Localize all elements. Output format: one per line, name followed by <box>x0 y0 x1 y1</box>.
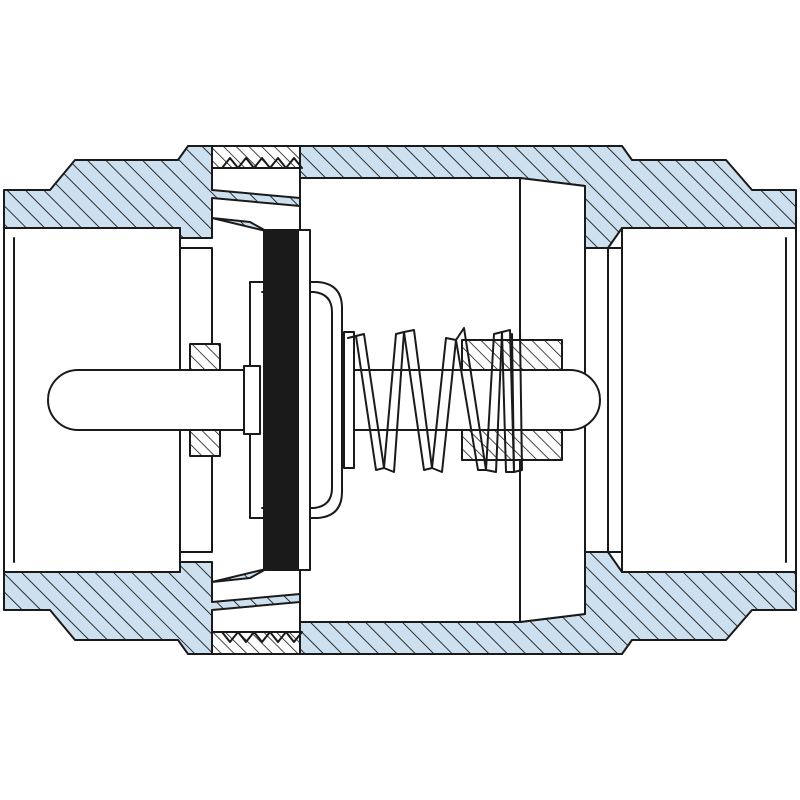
outlet-port <box>607 227 797 573</box>
return-spring <box>347 327 523 473</box>
disc-plate <box>297 229 311 571</box>
insert-thread-bottom <box>221 631 303 643</box>
valve-body <box>3 145 797 655</box>
outlet-step <box>607 247 623 553</box>
disc-hub <box>243 365 261 435</box>
disc-inner-line <box>261 291 333 509</box>
threaded-insert <box>211 145 303 655</box>
front-bushing-bottom <box>189 429 221 457</box>
insert-thread-top <box>221 157 303 169</box>
front-bushing-top <box>189 343 221 371</box>
disc-spring-seat <box>343 331 355 469</box>
outlet-bore <box>621 227 797 573</box>
disc-seal <box>263 229 299 571</box>
spring-coil-inner <box>347 331 515 473</box>
front-guide-bushing <box>189 343 221 457</box>
